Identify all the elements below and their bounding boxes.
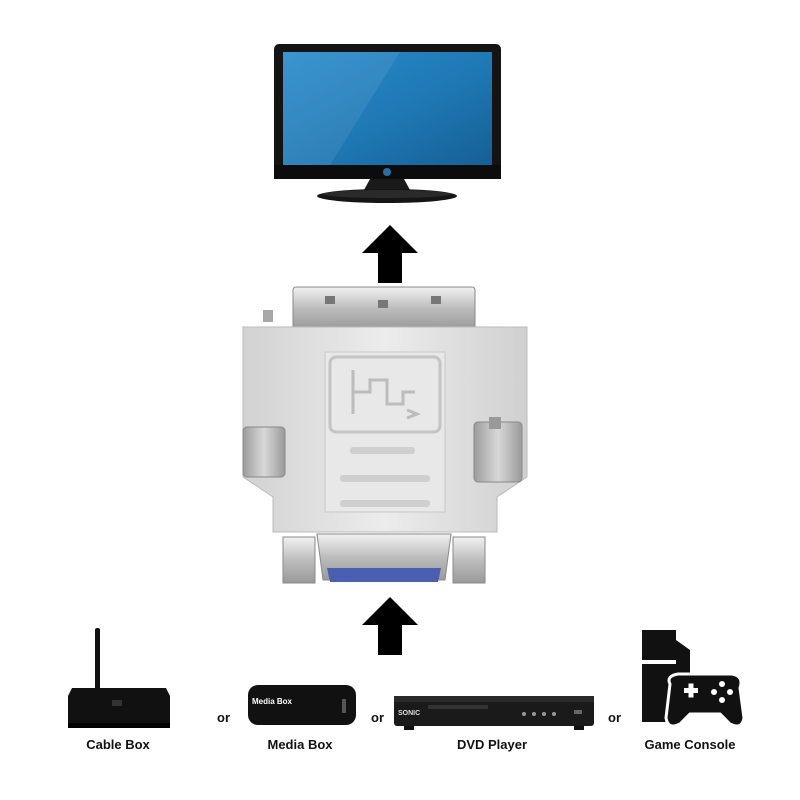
arrow-up-icon [362,225,418,283]
game-console-icon [636,626,748,734]
monitor-icon [270,40,505,210]
label-cable-box: Cable Box [86,737,150,752]
dvi-vga-adapter-icon [235,282,535,592]
or-separator-2: or [371,710,384,725]
label-dvd-player: DVD Player [456,737,528,752]
media-box-print: Media Box [252,697,293,706]
cable-box-icon [62,628,174,732]
media-box-icon [246,683,358,729]
or-separator-1: or [217,710,230,725]
dvd-player-icon [394,696,594,730]
dvd-brand-print: SONIC [398,710,421,717]
label-game-console: Game Console [644,737,736,752]
arrow-up-icon [362,597,418,655]
label-media-box: Media Box [267,737,333,752]
or-separator-3: or [608,710,621,725]
